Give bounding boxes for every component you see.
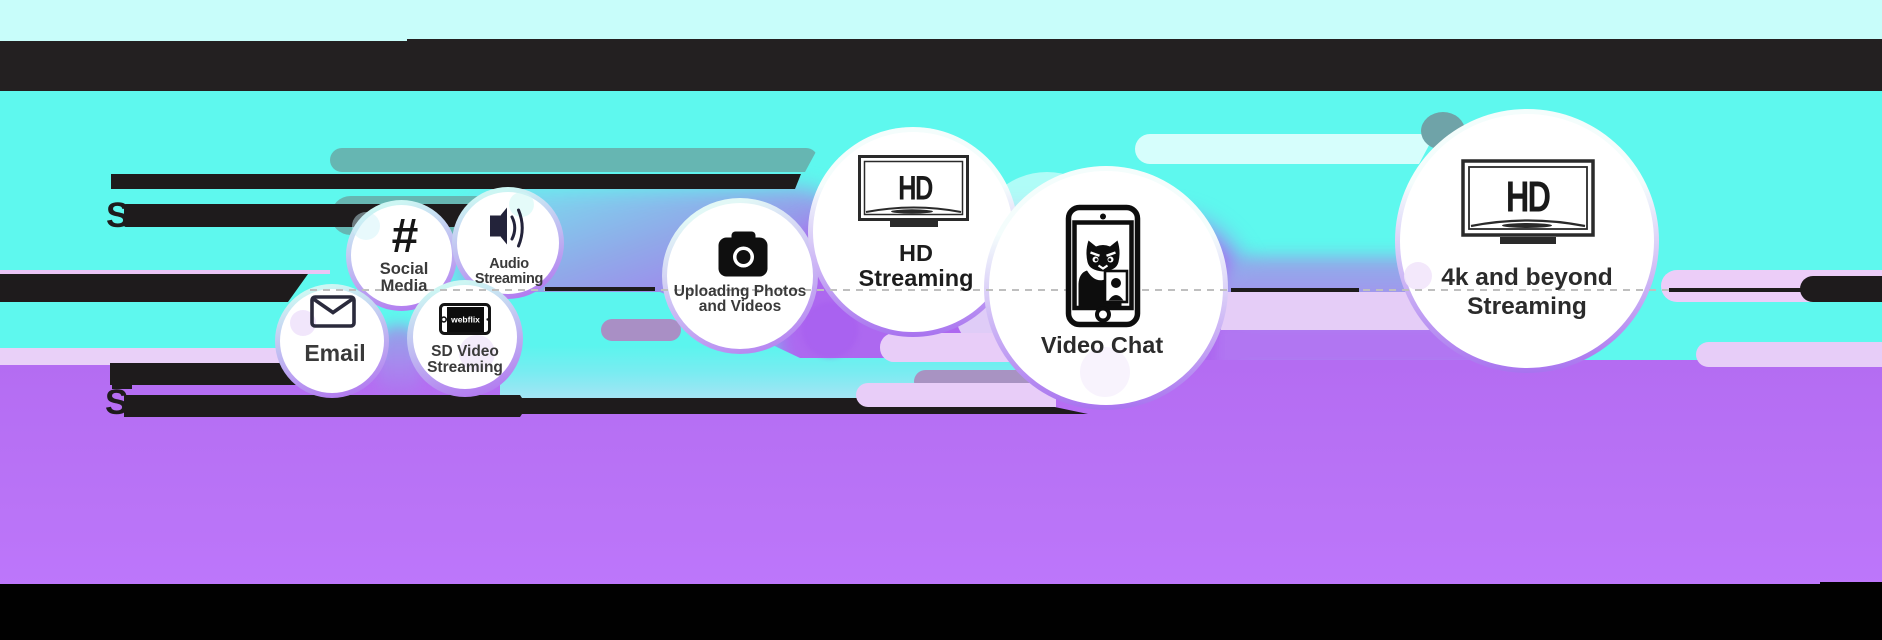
svg-text:HD: HD bbox=[898, 170, 933, 207]
svg-text:HD: HD bbox=[1506, 173, 1550, 222]
svg-text:webflix: webflix bbox=[450, 315, 480, 325]
